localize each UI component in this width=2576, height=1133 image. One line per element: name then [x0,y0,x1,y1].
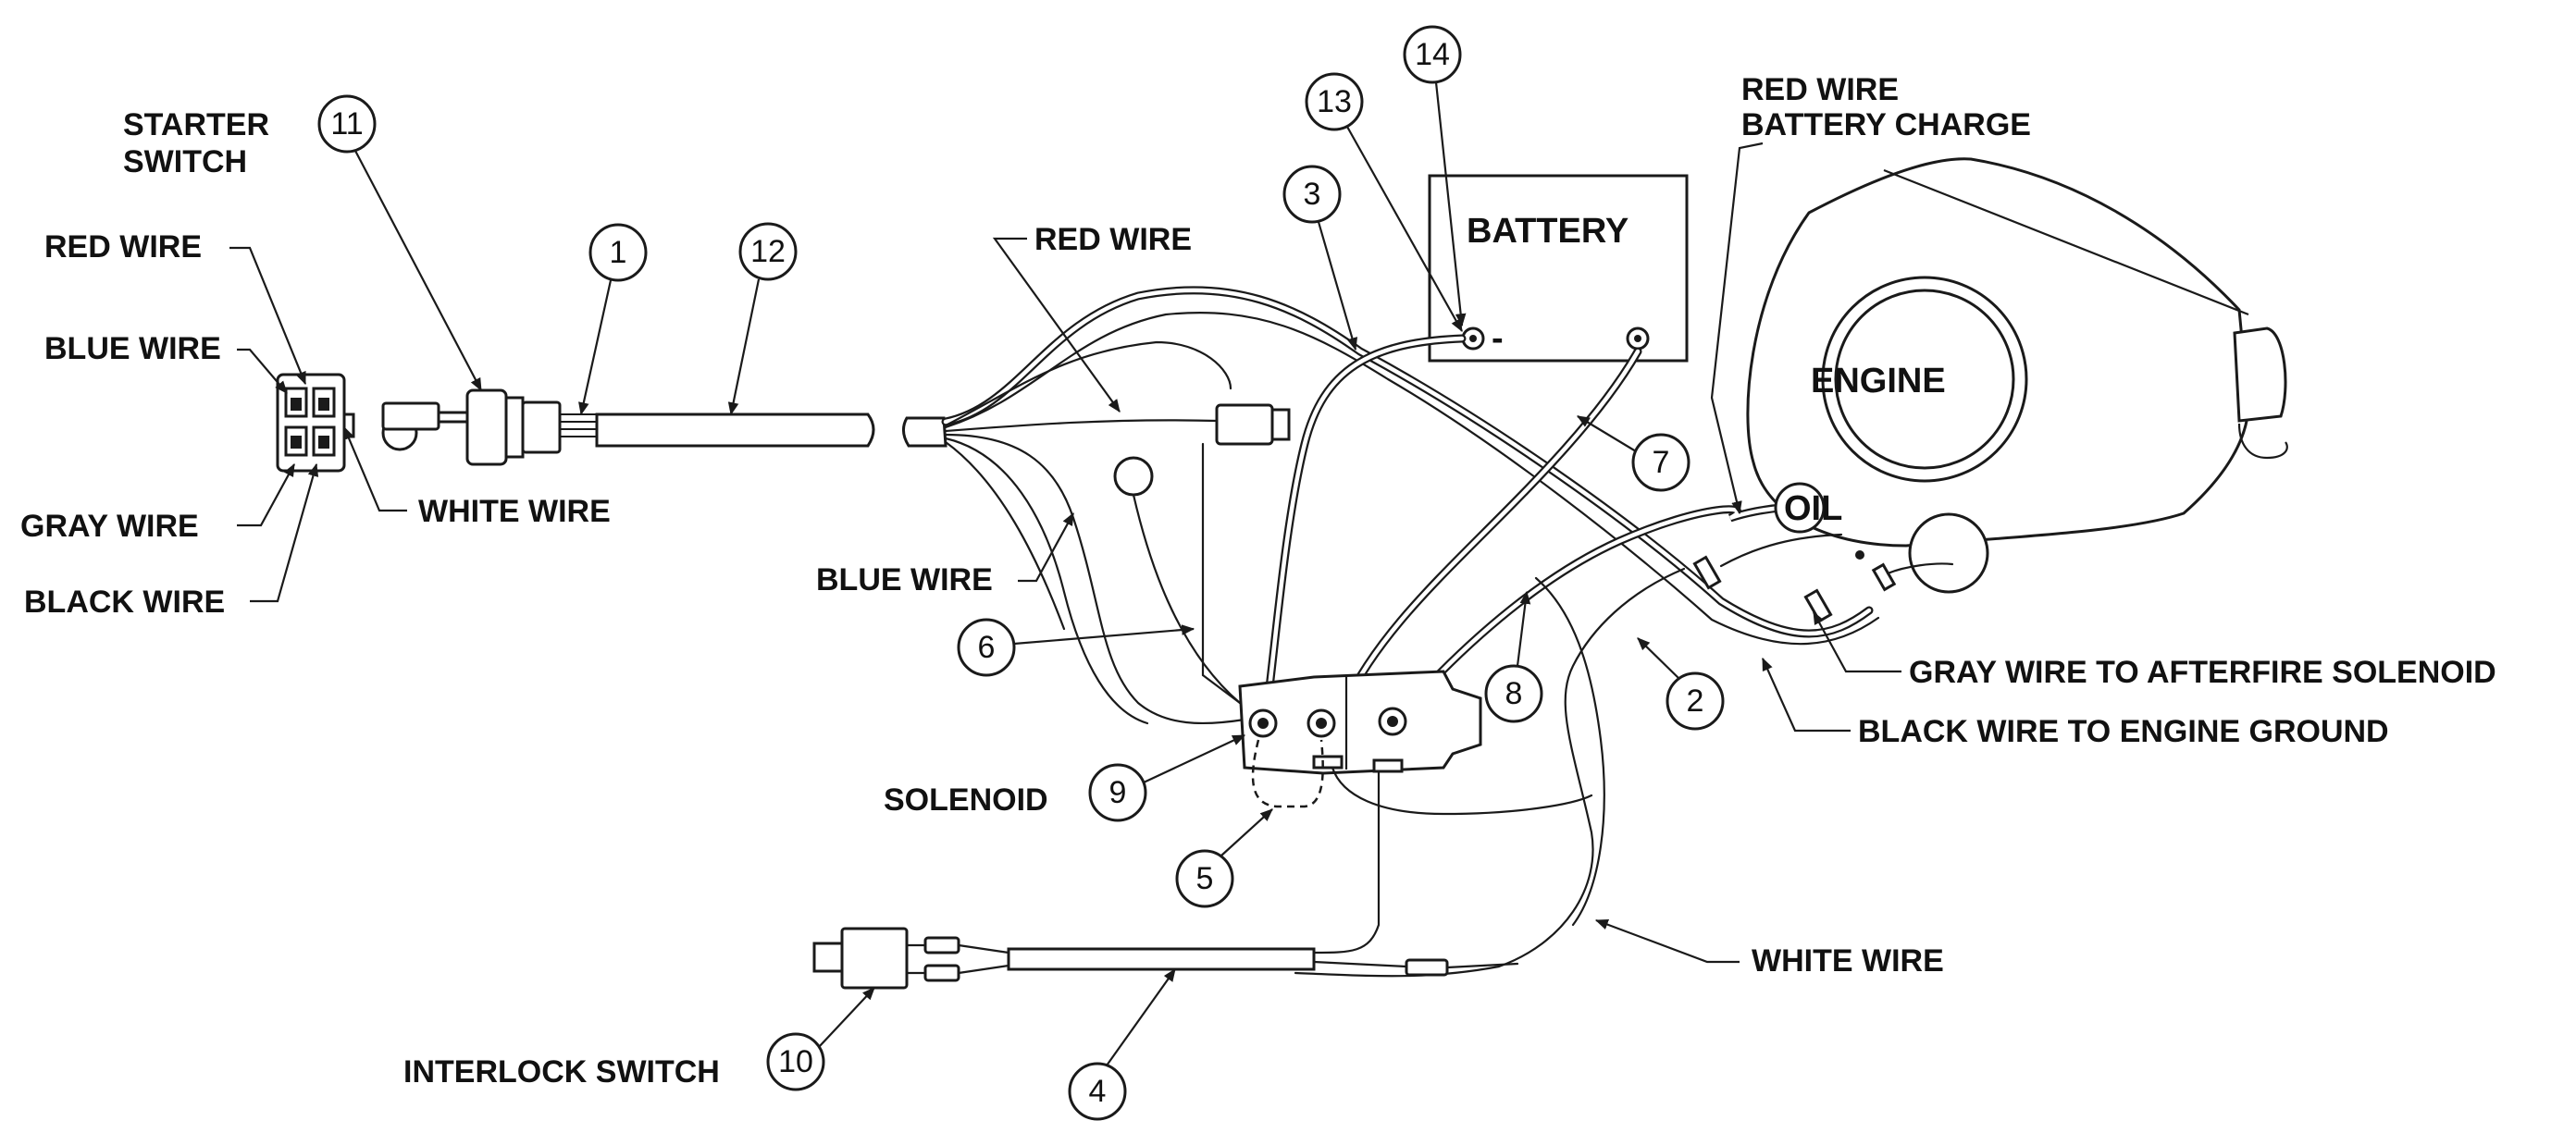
red-wire-battery-charge-label-1: RED WIRE [1741,72,1899,107]
white-wire-connector-label: WHITE WIRE [418,494,611,529]
gray-wire-afterfire-label: GRAY WIRE TO AFTERFIRE SOLENOID [1909,655,2496,690]
svg-text:7: 7 [1653,445,1670,480]
interlock-switch-label: INTERLOCK SWITCH [403,1054,720,1090]
callout-8: 8 [1484,664,1543,723]
callout-9: 9 [1088,763,1147,822]
svg-text:6: 6 [978,630,996,665]
solenoid-label: SOLENOID [884,782,1048,818]
white-wire-connector-leader [342,425,407,512]
switch-connector-plug [276,373,355,473]
engine [1746,157,2288,594]
engine-label: ENGINE [1811,362,1946,400]
svg-text:12: 12 [750,234,786,269]
svg-text:3: 3 [1304,177,1321,212]
grommet [1113,456,1154,497]
svg-text:13: 13 [1317,84,1352,119]
svg-text:5: 5 [1196,861,1214,896]
battery-label: BATTERY [1467,212,1629,251]
callout-2: 2 [1666,671,1725,731]
red-wire-connector-leader [229,246,307,386]
black-wire-connector-leader [250,462,319,603]
gray-wire-connector-label: GRAY WIRE [20,509,199,544]
callout-10: 10 [766,1032,825,1091]
svg-text:10: 10 [778,1044,813,1079]
wire-6-path [1132,493,1242,705]
callout-14: 14 [1403,25,1462,84]
callout-13: 13 [1305,72,1364,131]
callout-11: 11 [317,94,377,154]
black-wire-ground-label: BLACK WIRE TO ENGINE GROUND [1858,714,2389,749]
callout-3: 3 [1282,165,1342,224]
svg-text:9: 9 [1109,775,1127,810]
solenoid-plug-connector [1201,403,1291,705]
svg-text:14: 14 [1415,37,1450,72]
gray-wire-connector-leader [237,462,295,527]
battery [1428,174,1689,363]
svg-text:4: 4 [1089,1074,1107,1109]
black-wire-connector-label: BLACK WIRE [24,585,225,620]
svg-text:1: 1 [610,235,627,270]
starter-switch [381,388,598,466]
callout-6: 6 [957,618,1016,677]
blue-wire-connector-leader [237,348,288,394]
battery-negative-label: - [1492,319,1504,358]
starter-switch-label-2: SWITCH [123,144,247,179]
jumper-wire-5 [1251,739,1324,808]
solenoid [1238,670,1482,775]
oil-label: OIL [1784,489,1842,528]
harness-wires [941,286,1880,725]
red-wire-battery-charge-label-2: BATTERY CHARGE [1741,107,2031,142]
red-wire-connector-label: RED WIRE [44,229,202,265]
engine-wire-connectors [1692,533,1954,623]
blue-wire-label: BLUE WIRE [816,562,993,597]
blue-wire-connector-label: BLUE WIRE [44,331,221,366]
svg-text:2: 2 [1687,683,1704,719]
svg-text:8: 8 [1505,676,1523,711]
callout-12: 12 [738,222,798,281]
callout-7: 7 [1631,433,1690,492]
callout-1: 1 [588,223,648,282]
main-harness-sheath [595,413,947,448]
svg-text:11: 11 [330,106,363,142]
solenoid-to-interlock-wire [1312,770,1381,954]
red-wire-label: RED WIRE [1034,222,1192,257]
callout-4: 4 [1068,1062,1127,1121]
starter-switch-label-1: STARTER [123,107,269,142]
white-wire-label: WHITE WIRE [1752,943,1944,979]
callout-5: 5 [1175,849,1234,908]
battery-positive-cable [1337,347,1642,717]
interlock-switch [812,927,1519,990]
